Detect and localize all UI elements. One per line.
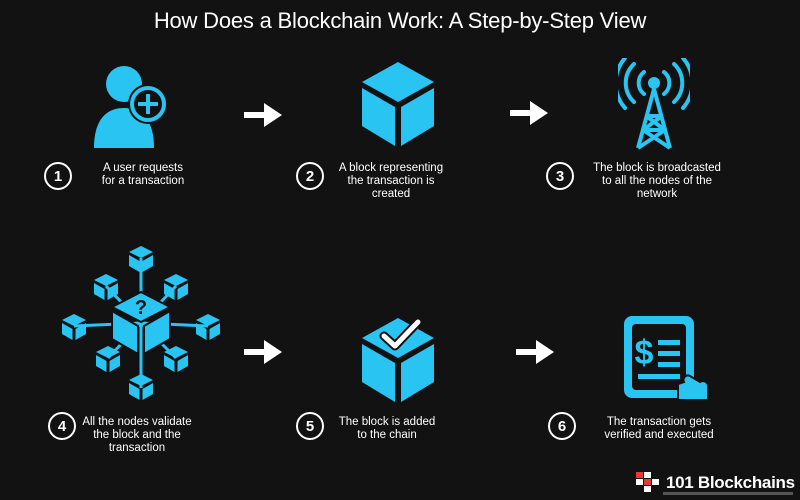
step-number: 5 [296, 412, 324, 440]
brand-logo: 101 Blockchains [636, 472, 795, 494]
step-number: 4 [48, 412, 76, 440]
brand-name: 101 Blockchains [666, 473, 795, 492]
step-text-line: A block representing [338, 162, 444, 174]
step-description: All the nodes validate the block and the… [72, 416, 202, 455]
node-network-icon: ? [62, 246, 220, 400]
diagram-title: How Does a Blockchain Work: A Step-by-St… [153, 8, 647, 33]
arrow-right-icon [244, 340, 282, 364]
arrow-right-icon [510, 101, 548, 125]
step-text-line: verified and executed [604, 429, 714, 441]
step-number: 2 [296, 162, 324, 190]
step-number: 1 [44, 162, 72, 190]
step-text-line: for a transaction [101, 175, 185, 187]
step-number: 3 [546, 162, 574, 190]
svg-text:$: $ [635, 334, 654, 372]
step-text-line: network [636, 188, 678, 200]
step-text-line: A user requests [103, 162, 183, 174]
step-text-line: to the chain [357, 429, 417, 441]
step-text-line: The block is broadcasted [593, 162, 721, 174]
step-description: The transaction gets verified and execut… [584, 416, 734, 442]
step-text-line: The transaction gets [606, 416, 712, 428]
step-text-line: The block is added [338, 416, 436, 428]
step-text-line: the transaction is [347, 175, 435, 187]
step-description: A block representing the transaction is … [326, 162, 456, 201]
arrow-right-icon [244, 103, 282, 127]
step-description: A user requests for a transaction [78, 162, 208, 188]
step-number: 6 [548, 412, 576, 440]
broadcast-tower-icon [618, 58, 690, 150]
block-check-icon [362, 317, 434, 402]
step-text-line: to all the nodes of the [602, 175, 712, 187]
step-text-line: the block and the [93, 429, 181, 441]
brand-underline [663, 492, 793, 495]
question-mark: ? [135, 297, 147, 319]
step-description: The block is broadcasted to all the node… [578, 162, 736, 201]
step-text-line: All the nodes validate [82, 416, 192, 428]
user-add-icon [94, 66, 168, 148]
document-dollar-icon: $ [624, 316, 709, 401]
step-description: The block is added to the chain [328, 416, 446, 442]
block-cube-icon [362, 62, 434, 146]
arrow-right-icon [516, 340, 554, 364]
brand-cube-icon [636, 472, 659, 492]
step-text-line: transaction [108, 442, 166, 454]
step-text-line: created [371, 188, 411, 200]
